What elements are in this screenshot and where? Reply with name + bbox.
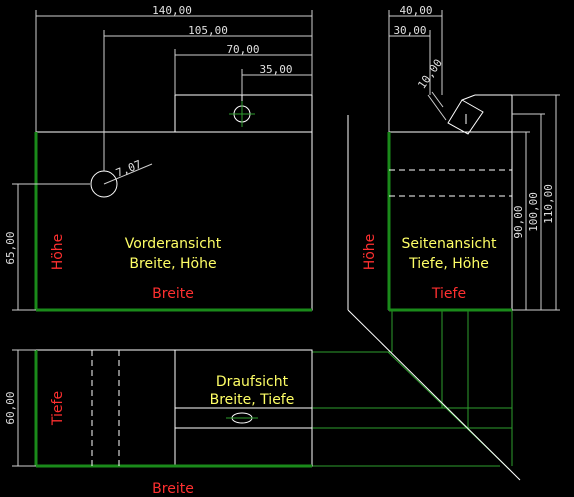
dim-105: 105,00 [188, 24, 228, 37]
dim-40: 40,00 [399, 4, 432, 17]
front-bottom-label: Breite [152, 286, 194, 302]
top-view-subtitle: Breite, Tiefe [210, 392, 295, 408]
dim-35: 35,00 [259, 63, 292, 76]
radius-leader [103, 163, 153, 185]
side-bottom-label: Tiefe [431, 286, 466, 302]
front-view: Vorderansicht Breite, Höhe Breite Höhe [34, 94, 313, 312]
front-view-title: Vorderansicht [125, 236, 222, 252]
dim-30: 30,00 [393, 24, 426, 37]
dim-60: 60,00 [4, 391, 17, 424]
dim-radius: 7,07 [114, 158, 143, 180]
front-top-block [174, 94, 313, 133]
front-view-subtitle: Breite, Höhe [129, 256, 216, 272]
side-rotated-tab [447, 99, 484, 135]
front-side-label: Höhe [50, 234, 66, 271]
dim-90: 90,00 [512, 205, 525, 238]
side-view-title: Seitenansicht [401, 236, 497, 252]
side-side-label: Höhe [362, 234, 378, 271]
dim-65: 65,00 [4, 231, 17, 264]
projection-lines [175, 310, 513, 471]
top-dimensions [12, 349, 36, 467]
top-view: Draufsicht Breite, Tiefe Breite Tiefe [34, 349, 313, 497]
dim-100: 100,00 [527, 192, 540, 232]
top-view-title: Draufsicht [216, 374, 289, 390]
side-body-outline [388, 131, 513, 311]
front-body-outline [35, 131, 313, 311]
side-dimensions [388, 10, 560, 311]
side-view: Seitenansicht Tiefe, Höhe Tiefe Höhe [362, 94, 513, 312]
dim-110: 110,00 [542, 184, 555, 224]
top-bottom-label: Breite [152, 481, 194, 497]
side-view-subtitle: Tiefe, Höhe [408, 256, 489, 272]
top-side-label: Tiefe [50, 391, 66, 426]
dim-140: 140,00 [152, 4, 192, 17]
front-dimensions [12, 10, 313, 311]
miter-lines [347, 115, 521, 481]
dim-70: 70,00 [226, 43, 259, 56]
